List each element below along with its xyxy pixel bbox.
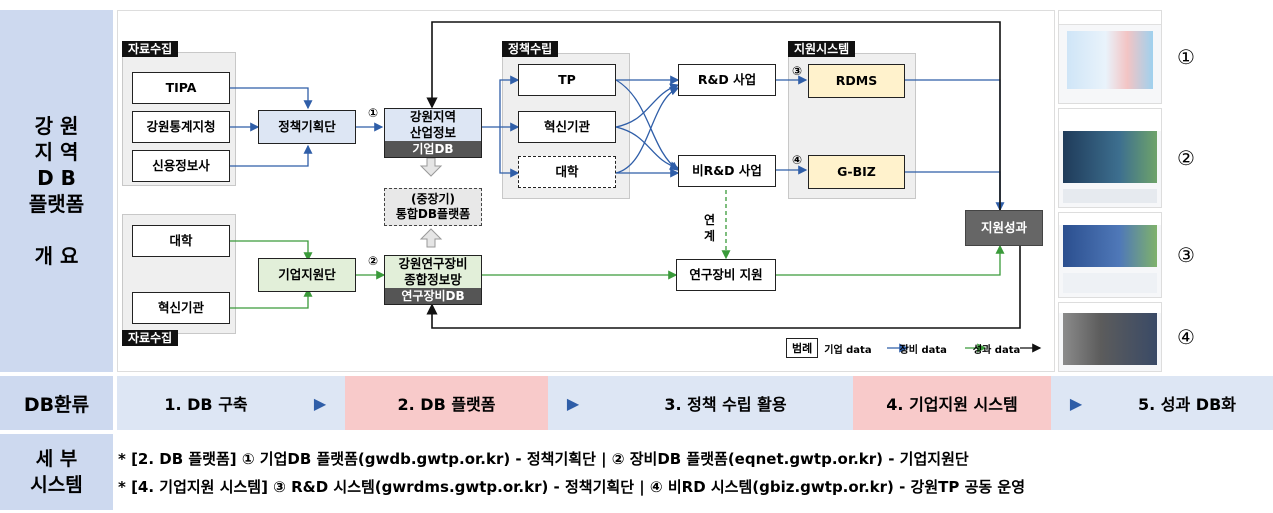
legend-title: 범례 [786, 338, 819, 358]
screenshot-thumbnail-4 [1058, 302, 1162, 372]
legend-company-data: 기업 data [824, 344, 872, 356]
source-credit-agency: 신용정보사 [132, 150, 230, 182]
detail-line-2: * [4. 기업지원 시스템] ③ R&D 시스템(gwrdms.gwtp.or… [118, 478, 1026, 496]
system3-number: ③ [792, 64, 803, 78]
policy-university: 대학 [518, 156, 616, 188]
support-team-box: 기업지원단 [258, 258, 356, 292]
source-stat-office: 강원통계지청 [132, 111, 230, 143]
integrated-platform-box: (중장기) 통합DB플랫폼 [384, 188, 482, 226]
screen-number-4: ④ [1177, 325, 1195, 349]
overview-side-label: 강 원 지 역 D B 플랫폼 개 요 [0, 10, 113, 372]
data-collect-tag-top: 자료수집 [122, 41, 179, 57]
policy-innovation-org: 혁신기관 [518, 111, 616, 143]
flow-step-5: 5. 성과 DB화 [1101, 376, 1273, 430]
equipment-support-box: 연구장비 지원 [676, 259, 776, 291]
flow-step-4: 4. 기업지원 시스템 [853, 376, 1051, 430]
platform1-box: 강원지역 산업정보 기업DB [384, 108, 482, 158]
screenshot-thumbnail-3 [1058, 212, 1162, 298]
rd-program-box: R&D 사업 [678, 64, 776, 96]
flow-step-2: 2. DB 플랫폼 [345, 376, 548, 430]
source-university: 대학 [132, 225, 230, 257]
platform1-title: 강원지역 산업정보 [409, 109, 456, 140]
platform2-number: ② [368, 254, 379, 268]
flow-side-label: DB환류 [0, 376, 113, 430]
detail-line-1: * [2. DB 플랫폼] ① 기업DB 플랫폼(gwdb.gwtp.or.kr… [118, 450, 969, 468]
platform2-db: 연구장비DB [385, 288, 481, 304]
detail-line: 세 부 [35, 448, 78, 470]
overview-line: 강 원 [34, 114, 79, 138]
legend-result-data: 성과 data [972, 344, 1021, 356]
overview-line: 플랫폼 [28, 192, 85, 216]
flow-label: DB환류 [23, 393, 90, 416]
platform1-db: 기업DB [385, 141, 481, 157]
legend: 범례 기업 data 장비 data 성과 data [786, 338, 1020, 358]
screen-number-3: ③ [1177, 243, 1195, 267]
source-innovation-org: 혁신기관 [132, 292, 230, 324]
overview-line: 개 요 [34, 244, 79, 268]
source-tipa: TIPA [132, 72, 230, 104]
flow-arrow-icon: ▶ [548, 376, 598, 430]
screenshot-thumbnail-1 [1058, 10, 1162, 104]
flow-arrow-icon: ▶ [1051, 376, 1101, 430]
screen-number-1: ① [1177, 45, 1195, 69]
link-label: 연 계 [704, 213, 716, 243]
policy-tag: 정책수립 [502, 41, 559, 57]
policy-tp: TP [518, 64, 616, 96]
screenshot-thumbnail-2 [1058, 108, 1162, 208]
policy-team-box: 정책기획단 [258, 110, 356, 144]
overview-line: D B [37, 166, 76, 190]
platform1-number: ① [368, 106, 379, 120]
result-box: 지원성과 [965, 210, 1043, 246]
platform2-box: 강원연구장비 종합정보망 연구장비DB [384, 255, 482, 305]
detail-side-label: 세 부 시스템 [0, 434, 113, 510]
system-rdms-box: RDMS [808, 64, 905, 98]
platform2-title: 강원연구장비 종합정보망 [398, 256, 468, 287]
non-rd-program-box: 비R&D 사업 [678, 155, 776, 187]
system-gbiz-box: G-BIZ [808, 155, 905, 189]
system4-number: ④ [792, 153, 803, 167]
flow-step-1: 1. DB 구축 [117, 376, 295, 430]
detail-line: 시스템 [30, 474, 83, 496]
support-system-tag: 지원시스템 [788, 41, 856, 57]
flow-step-3: 3. 정책 수립 활용 [598, 376, 853, 430]
legend-equipment-data: 장비 data [899, 344, 947, 356]
overview-line: 지 역 [34, 140, 79, 164]
data-collect-tag-bottom: 자료수집 [122, 330, 179, 346]
flow-arrow-icon: ▶ [295, 376, 345, 430]
screen-number-2: ② [1177, 146, 1195, 170]
